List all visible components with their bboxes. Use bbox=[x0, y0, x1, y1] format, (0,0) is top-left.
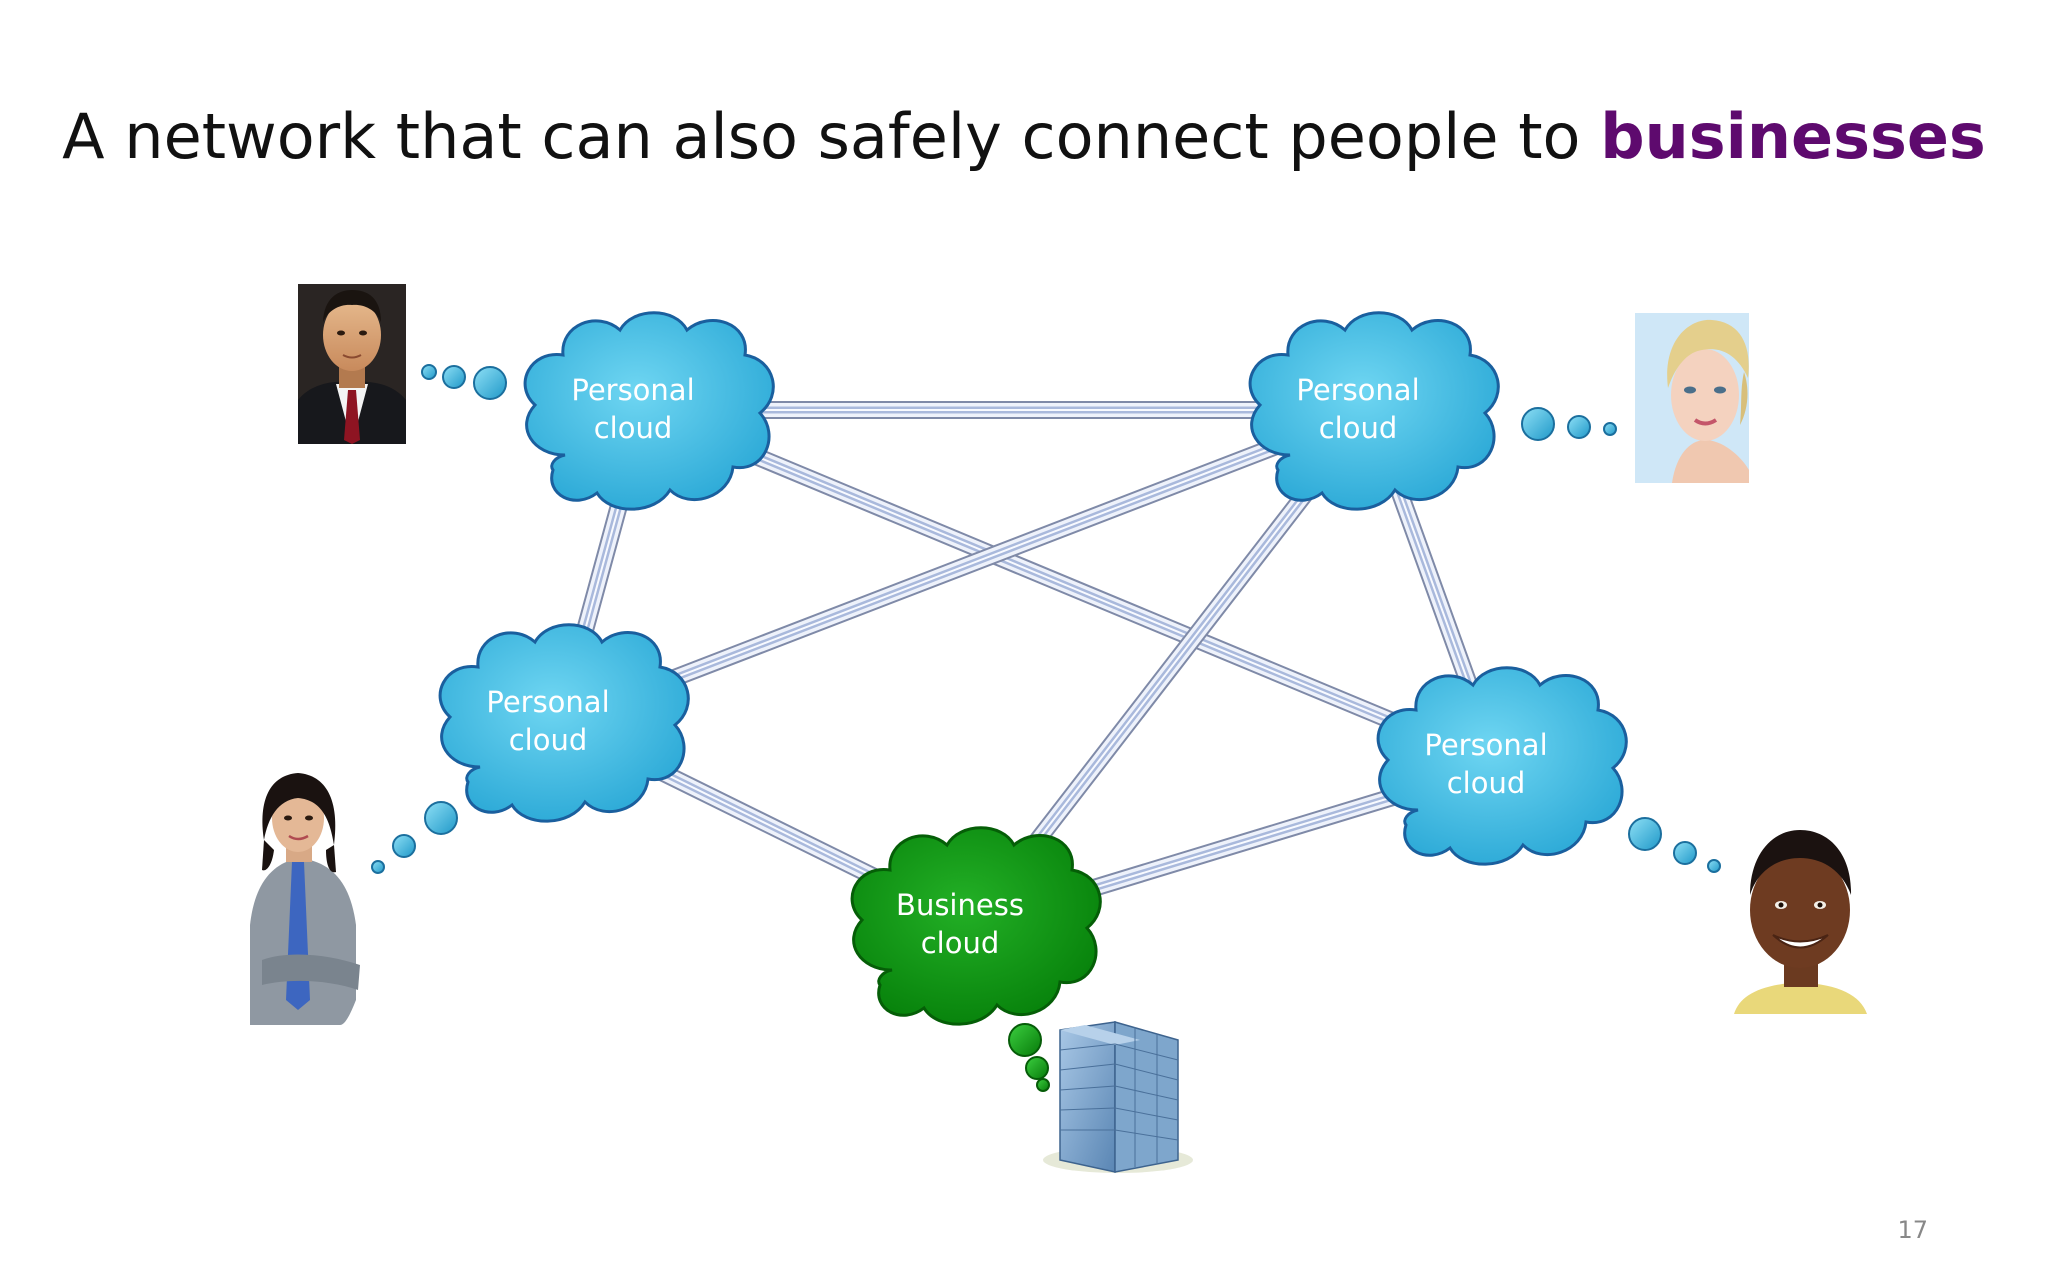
bubble-dot bbox=[1036, 1078, 1050, 1092]
businesswoman-photo bbox=[250, 773, 360, 1025]
bubble-dot bbox=[1521, 407, 1555, 441]
bubble-dot bbox=[1567, 415, 1591, 439]
bubble-dot bbox=[421, 364, 437, 380]
personal-cloud-mid-right: Personal cloud bbox=[1376, 666, 1628, 866]
title-accent: businesses bbox=[1600, 100, 1986, 173]
smiling-boy-photo bbox=[1734, 820, 1867, 1014]
cloud-label-line1: Business bbox=[896, 888, 1024, 922]
cloud-label-line1: Personal bbox=[1296, 373, 1419, 407]
personal-cloud-mid-left: Personal cloud bbox=[438, 623, 690, 823]
cloud-label-line2: cloud bbox=[1447, 766, 1526, 800]
personal-cloud-top-right: Personal cloud bbox=[1248, 311, 1500, 511]
cloud-label-line2: cloud bbox=[921, 926, 1000, 960]
cloud-label-line1: Personal bbox=[1424, 728, 1547, 762]
business-cloud: Business cloud bbox=[850, 826, 1102, 1026]
bubble-dot bbox=[1628, 817, 1662, 851]
bubble-dot bbox=[442, 365, 466, 389]
bubble-dot bbox=[371, 860, 385, 874]
connection-pipe bbox=[636, 401, 1507, 774]
bubble-dot bbox=[1008, 1023, 1042, 1057]
title-prefix: A network that can also safely connect p… bbox=[62, 100, 1601, 173]
bubble-dot bbox=[1707, 859, 1721, 873]
office-building-icon bbox=[1043, 1021, 1193, 1173]
man-in-suit-photo bbox=[298, 284, 406, 444]
cloud-label-line2: cloud bbox=[1319, 411, 1398, 445]
bubble-dot bbox=[392, 834, 416, 858]
connection-pipe bbox=[551, 401, 1379, 731]
bubble-dot bbox=[1603, 422, 1617, 436]
personal-cloud-top-left: Personal cloud bbox=[523, 311, 775, 511]
cloud-label-line2: cloud bbox=[509, 723, 588, 757]
slide-title: A network that can also safely connect p… bbox=[0, 100, 2048, 173]
bubble-dot bbox=[424, 801, 458, 835]
page-number: 17 bbox=[1897, 1216, 1928, 1244]
thought-bubbles bbox=[371, 364, 1721, 1092]
blonde-woman-photo bbox=[1635, 313, 1749, 483]
cloud-label-line1: Personal bbox=[571, 373, 694, 407]
cloud-label-line1: Personal bbox=[486, 685, 609, 719]
bubble-dot bbox=[1673, 841, 1697, 865]
bubble-dot bbox=[1025, 1056, 1049, 1080]
cloud-label-line2: cloud bbox=[594, 411, 673, 445]
bubble-dot bbox=[473, 366, 507, 400]
